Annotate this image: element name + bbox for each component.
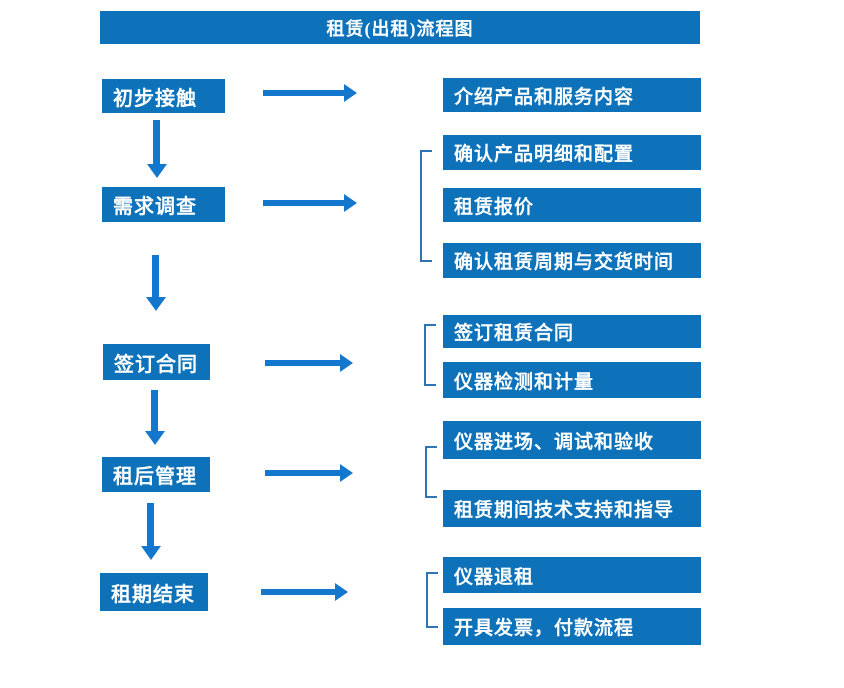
detail-box-label: 开具发票，付款流程 bbox=[454, 618, 635, 639]
right-arrow-head bbox=[335, 583, 348, 601]
detail-box-label: 租赁期间技术支持和指导 bbox=[454, 500, 675, 521]
flow-step-initial-contact: 初步接触 bbox=[102, 79, 225, 113]
detail-box-introduce-products: 介绍产品和服务内容 bbox=[443, 78, 701, 112]
right-arrow-shaft bbox=[263, 200, 345, 206]
group-bracket-demand-survey bbox=[420, 150, 432, 262]
right-arrow-1 bbox=[263, 84, 357, 102]
right-arrow-4 bbox=[265, 464, 353, 482]
detail-box-label: 仪器进场、调试和验收 bbox=[454, 431, 655, 453]
flow-step-label: 租后管理 bbox=[113, 466, 197, 488]
detail-box-instrument-setup-acceptance: 仪器进场、调试和验收 bbox=[443, 421, 701, 459]
detail-box-label: 仪器退租 bbox=[454, 566, 535, 588]
detail-box-label: 确认租赁周期与交货时间 bbox=[454, 252, 675, 273]
group-bracket-rental-end bbox=[426, 572, 438, 628]
flow-step-demand-survey: 需求调查 bbox=[102, 187, 225, 222]
down-arrow-4 bbox=[141, 503, 161, 560]
right-arrow-head bbox=[344, 84, 357, 102]
right-arrow-head bbox=[340, 354, 353, 372]
down-arrow-shaft bbox=[147, 503, 154, 547]
detail-box-label: 租赁报价 bbox=[454, 196, 535, 218]
right-arrow-shaft bbox=[261, 589, 336, 595]
down-arrow-shaft bbox=[152, 255, 159, 298]
detail-box-label: 确认产品明细和配置 bbox=[454, 144, 635, 165]
detail-box-label: 仪器检测和计量 bbox=[454, 371, 595, 393]
flow-step-label: 签订合同 bbox=[114, 353, 198, 376]
flowchart-title-bar: 租赁(出租)流程图 bbox=[100, 11, 700, 44]
right-arrow-2 bbox=[263, 194, 357, 212]
right-arrow-5 bbox=[261, 583, 348, 601]
detail-box-confirm-rental-period: 确认租赁周期与交货时间 bbox=[443, 243, 701, 278]
detail-box-confirm-product-details: 确认产品明细和配置 bbox=[443, 135, 701, 170]
down-arrow-2 bbox=[146, 255, 166, 311]
right-arrow-shaft bbox=[263, 90, 345, 96]
right-arrow-shaft bbox=[265, 470, 341, 476]
detail-box-instrument-return: 仪器退租 bbox=[443, 557, 701, 593]
down-arrow-head bbox=[141, 546, 161, 560]
flow-step-label: 租期结束 bbox=[111, 583, 195, 606]
down-arrow-head bbox=[145, 431, 165, 445]
flow-step-rental-end: 租期结束 bbox=[100, 573, 208, 611]
right-arrow-head bbox=[340, 464, 353, 482]
flow-step-sign-contract: 签订合同 bbox=[103, 344, 210, 380]
right-arrow-3 bbox=[265, 354, 353, 372]
right-arrow-head bbox=[344, 194, 357, 212]
down-arrow-head bbox=[147, 164, 167, 178]
right-arrow-shaft bbox=[265, 360, 341, 366]
flowchart-title: 租赁(出租)流程图 bbox=[326, 18, 474, 39]
group-bracket-sign-contract bbox=[424, 324, 436, 386]
detail-box-instrument-testing: 仪器检测和计量 bbox=[443, 362, 701, 398]
detail-box-sign-rental-contract: 签订租赁合同 bbox=[443, 315, 701, 348]
flow-step-post-rental-management: 租后管理 bbox=[102, 457, 210, 492]
down-arrow-1 bbox=[147, 120, 167, 178]
down-arrow-3 bbox=[145, 390, 165, 445]
down-arrow-shaft bbox=[151, 390, 158, 432]
flow-step-label: 初步接触 bbox=[113, 87, 197, 110]
detail-box-label: 介绍产品和服务内容 bbox=[454, 86, 635, 108]
group-bracket-post-rental bbox=[425, 446, 437, 498]
flow-step-label: 需求调查 bbox=[113, 196, 197, 218]
detail-box-rental-quote: 租赁报价 bbox=[443, 188, 701, 222]
detail-box-technical-support: 租赁期间技术支持和指导 bbox=[443, 490, 701, 527]
down-arrow-shaft bbox=[153, 120, 160, 165]
detail-box-label: 签订租赁合同 bbox=[454, 323, 575, 344]
detail-box-invoice-payment: 开具发票，付款流程 bbox=[443, 608, 701, 645]
down-arrow-head bbox=[146, 297, 166, 311]
